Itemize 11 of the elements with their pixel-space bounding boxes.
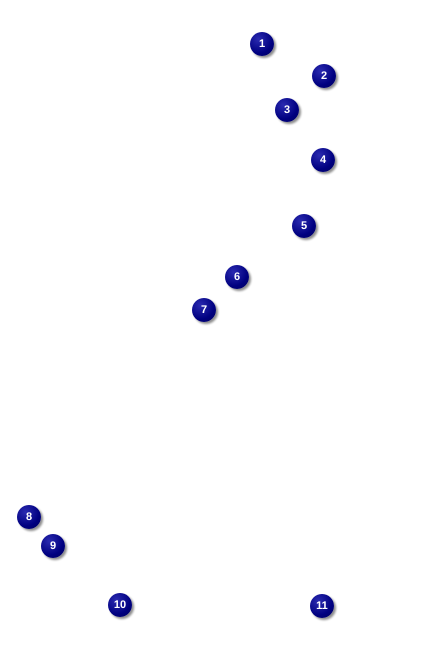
- callout-number: 7: [192, 298, 216, 322]
- callout-number: 9: [41, 534, 65, 558]
- callout-number: 6: [225, 265, 249, 289]
- callout-number: 10: [108, 593, 132, 617]
- callout-number: 8: [17, 505, 41, 529]
- callout-number: 2: [312, 64, 336, 88]
- callout-number: 1: [250, 32, 274, 56]
- callout-number: 4: [311, 148, 335, 172]
- callout-number: 11: [310, 594, 334, 618]
- callout-number: 5: [292, 214, 316, 238]
- callout-number: 3: [275, 98, 299, 122]
